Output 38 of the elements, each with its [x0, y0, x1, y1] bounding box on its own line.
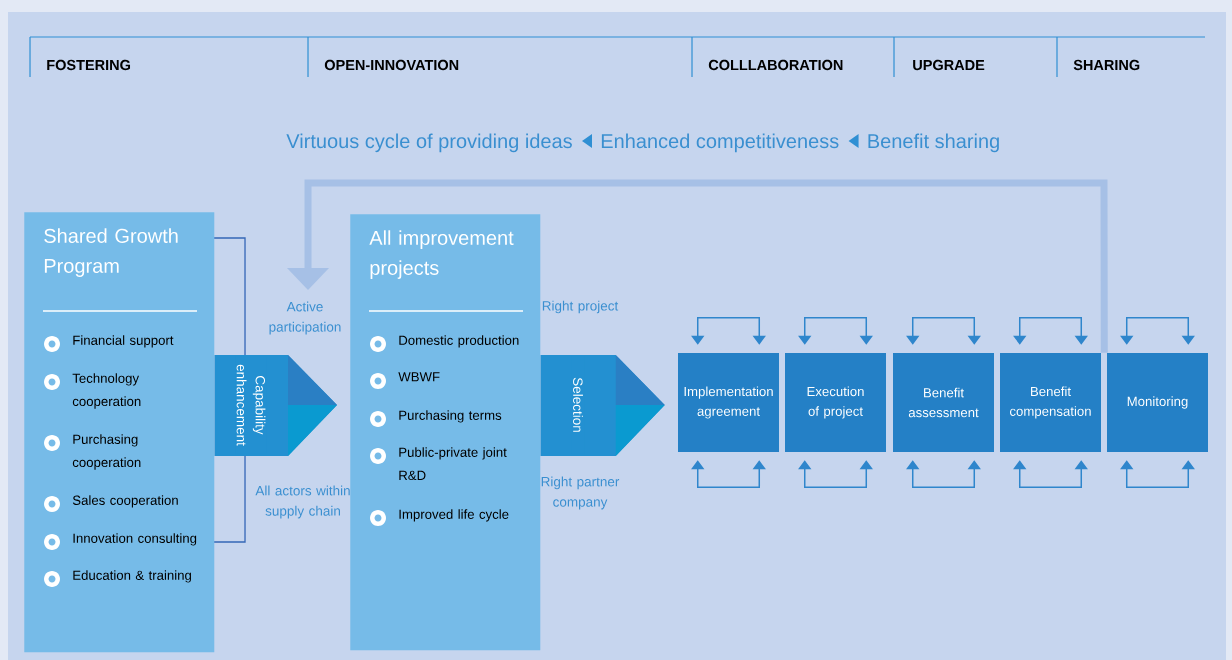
list-item: Technology cooperation: [72, 373, 141, 409]
list-item: Domestic production: [399, 335, 519, 348]
loop-arrow: [1013, 460, 1088, 488]
list-item: WBWF: [398, 372, 440, 382]
list-item: Public-private joint R&D: [399, 447, 507, 481]
column-heading: UPGRADE: [913, 59, 985, 71]
column-heading: FOSTERING: [47, 59, 130, 71]
process-box: Execution of project: [785, 353, 886, 452]
process-box: Benefit compensation: [1000, 353, 1101, 452]
cycle-text: Enhanced competitiveness: [601, 133, 839, 153]
cycle-text: Virtuous cycle of providing ideas: [286, 133, 572, 153]
loop-arrow: [906, 317, 981, 345]
loop-arrow: [1120, 460, 1195, 488]
process-box: Implementation agreement: [678, 353, 779, 452]
list-item: Sales cooperation: [72, 495, 178, 508]
loop-arrow: [1120, 317, 1195, 345]
column-heading: COLLLABORATION: [708, 59, 843, 71]
list-item: Purchasing terms: [399, 410, 502, 423]
loop-arrow: [906, 460, 981, 488]
list-item: Education & training: [73, 570, 191, 583]
loop-arrow: [691, 317, 766, 345]
column-heading: OPEN-INNOVATION: [324, 59, 459, 71]
cycle-text: Benefit sharing: [868, 133, 999, 153]
panel-heading: Shared Growth Program: [44, 228, 178, 277]
loop-arrow: [1013, 317, 1088, 345]
panel-heading: All improvement projects: [369, 230, 514, 279]
edge-label: Capability enhancement: [235, 356, 267, 454]
process-box: Benefit assessment: [893, 353, 994, 452]
loop-arrow: [798, 460, 873, 488]
loop-arrow: [691, 460, 766, 488]
list-item: Purchasing cooperation: [72, 434, 141, 470]
process-box: Monitoring: [1107, 353, 1208, 452]
list-item: Improved life cycle: [399, 509, 509, 522]
loop-arrow: [798, 317, 873, 345]
list-item: Innovation consulting: [73, 533, 197, 546]
column-heading: SHARING: [1073, 59, 1140, 71]
chevron-arrow: [540, 355, 665, 456]
list-item: Financial support: [73, 335, 174, 348]
